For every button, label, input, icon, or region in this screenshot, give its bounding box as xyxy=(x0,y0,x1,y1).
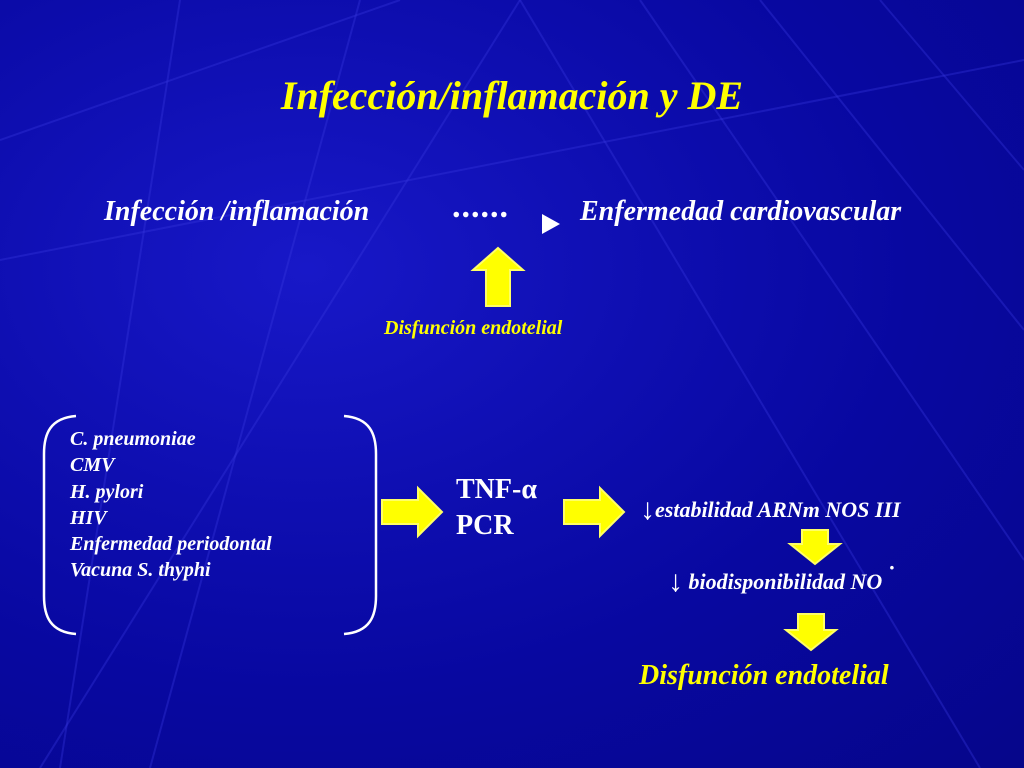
decrease-arrow-icon: ↓ xyxy=(668,565,683,598)
list-item: CMV xyxy=(70,454,115,477)
mediator-pcr: PCR xyxy=(456,510,514,541)
right-arrow-icon xyxy=(381,485,444,539)
list-item: HIV xyxy=(70,506,107,529)
nos-stability-text: estabilidad ARNm NOS III xyxy=(655,497,901,522)
decrease-arrow-icon: ↓ xyxy=(640,493,655,526)
agents-right-bracket xyxy=(343,414,378,636)
nos-stability-step: ↓estabilidad ARNm NOS III xyxy=(640,493,901,527)
mediator-tnf-alpha: TNF-α xyxy=(456,474,537,505)
list-item: H. pylori xyxy=(70,480,144,503)
cardiovascular-disease-label: Enfermedad cardiovascular xyxy=(580,196,902,227)
endothelial-dysfunction-label: Disfunción endotelial xyxy=(384,317,563,339)
up-arrow-icon xyxy=(470,246,526,307)
down-arrow-icon xyxy=(783,613,839,652)
connector-arrowhead-icon xyxy=(542,214,560,234)
infectious-agents-list: C. pneumoniae CMV H. pylori HIV Enfermed… xyxy=(70,426,272,584)
no-bioavailability-text: biodisponibilidad NO xyxy=(688,569,883,594)
agents-left-bracket xyxy=(42,414,77,636)
dotted-connector: ...... xyxy=(452,188,509,225)
list-item: Vacuna S. thyphi xyxy=(70,559,211,582)
endothelial-dysfunction-conclusion: Disfunción endotelial xyxy=(639,660,889,691)
no-bioavailability-step: ↓ biodisponibilidad NO· xyxy=(668,555,896,599)
inflammatory-mediators: TNF-α PCR xyxy=(456,472,537,544)
down-arrow-icon xyxy=(787,529,843,566)
slide-title: Infección/inflamación y DE xyxy=(280,73,744,118)
radical-dot: · xyxy=(888,555,896,580)
list-item: C. pneumoniae xyxy=(70,428,196,450)
infection-inflammation-label: Infección /inflamación xyxy=(104,196,370,227)
right-arrow-icon xyxy=(563,485,626,539)
list-item: Enfermedad periodontal xyxy=(70,533,272,556)
